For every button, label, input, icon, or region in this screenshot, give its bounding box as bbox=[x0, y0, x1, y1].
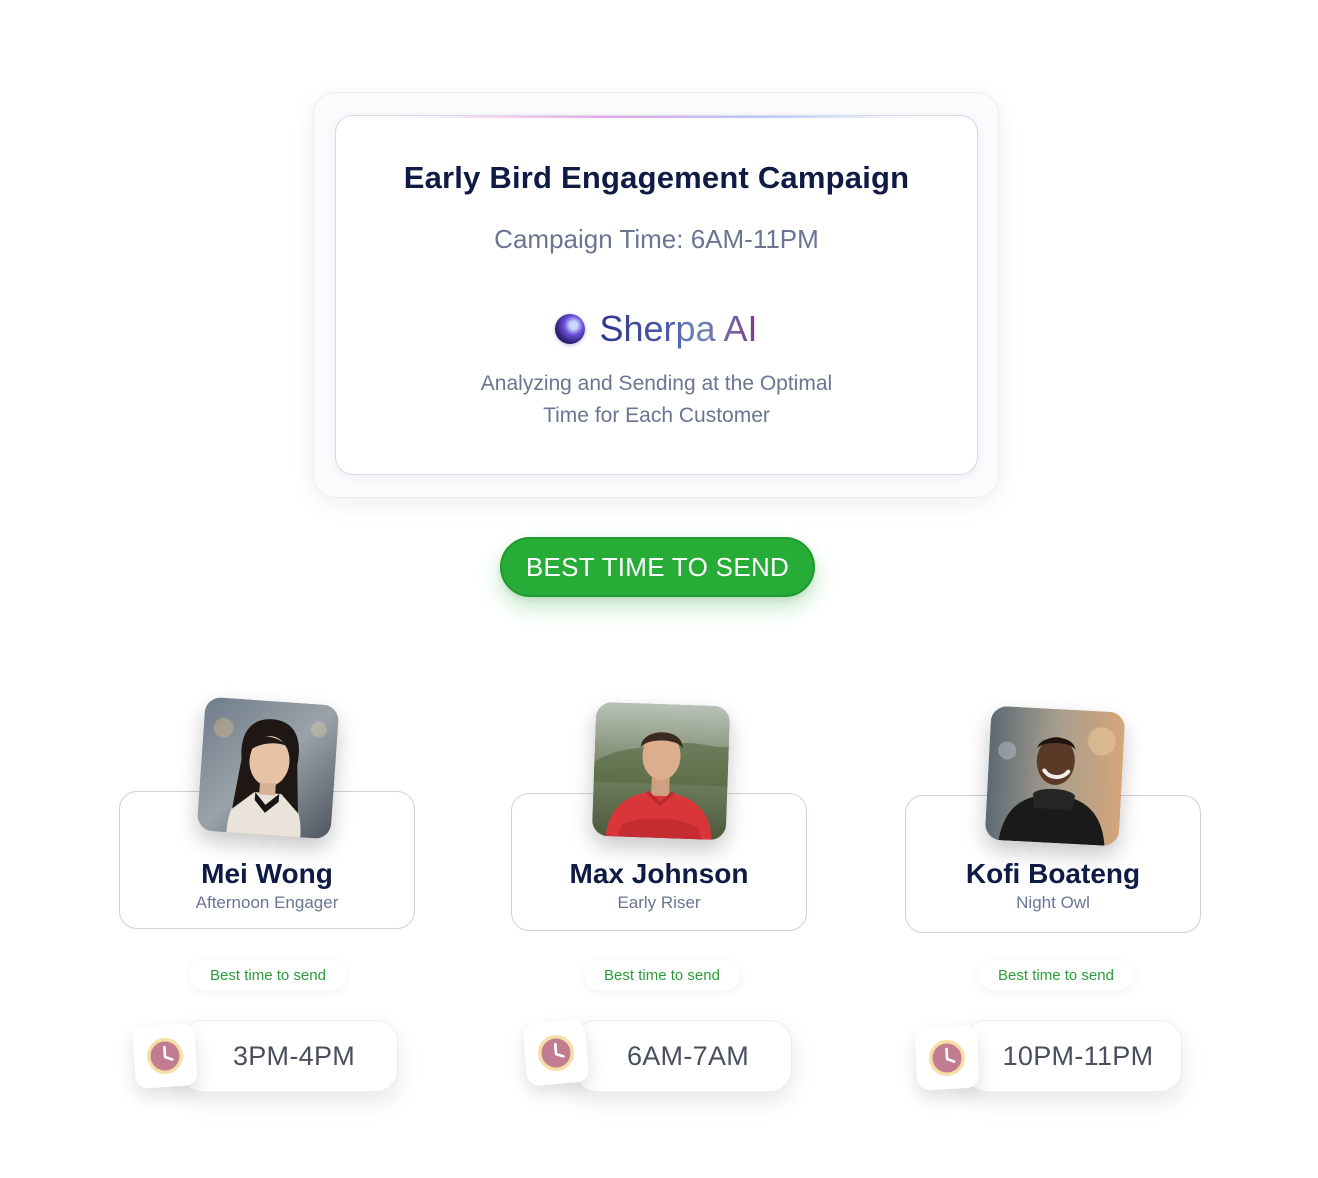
time-pill: 3PM-4PM bbox=[180, 1020, 398, 1092]
time-pill: 6AM-7AM bbox=[574, 1020, 792, 1092]
best-time-label: Best time to send bbox=[190, 960, 346, 990]
clock-icon bbox=[538, 1035, 574, 1072]
customer-name: Max Johnson bbox=[569, 858, 749, 889]
clock-icon bbox=[147, 1038, 183, 1074]
avatar bbox=[984, 705, 1126, 847]
clock-tile bbox=[522, 1019, 590, 1087]
customer-role: Night Owl bbox=[1016, 893, 1090, 912]
clock-tile bbox=[914, 1025, 980, 1091]
campaign-description-line-2: Time for Each Customer bbox=[543, 404, 770, 427]
time-pill: 10PM-11PM bbox=[964, 1020, 1182, 1092]
clock-tile bbox=[131, 1022, 199, 1090]
campaign-description: Analyzing and Sending at the Optimal Tim… bbox=[336, 368, 977, 432]
brand-name: Sherpa AI bbox=[599, 308, 758, 349]
brand: Sherpa AI bbox=[336, 308, 977, 350]
best-time-to-send-button[interactable]: BEST TIME TO SEND bbox=[500, 537, 815, 597]
customer-role: Early Riser bbox=[617, 893, 701, 912]
campaign-time: Campaign Time: 6AM-11PM bbox=[494, 224, 819, 254]
campaign-description-line-1: Analyzing and Sending at the Optimal bbox=[480, 372, 833, 395]
person-portrait-icon bbox=[984, 705, 1126, 847]
person-portrait-icon bbox=[591, 701, 731, 841]
customer-name: Kofi Boateng bbox=[965, 858, 1141, 889]
card-top-glow bbox=[396, 116, 919, 118]
customer-name: Mei Wong bbox=[201, 858, 333, 889]
best-time-label: Best time to send bbox=[584, 960, 740, 990]
person-portrait-icon bbox=[196, 696, 340, 840]
campaign-title: Early Bird Engagement Campaign bbox=[403, 160, 910, 195]
sherpa-orb-icon bbox=[555, 314, 586, 344]
avatar bbox=[591, 701, 731, 841]
avatar bbox=[196, 696, 340, 840]
best-time-label: Best time to send bbox=[978, 960, 1134, 990]
customer-role: Afternoon Engager bbox=[195, 893, 339, 912]
clock-icon bbox=[928, 1040, 965, 1076]
campaign-card: Early Bird Engagement Campaign Campaign … bbox=[335, 115, 978, 475]
